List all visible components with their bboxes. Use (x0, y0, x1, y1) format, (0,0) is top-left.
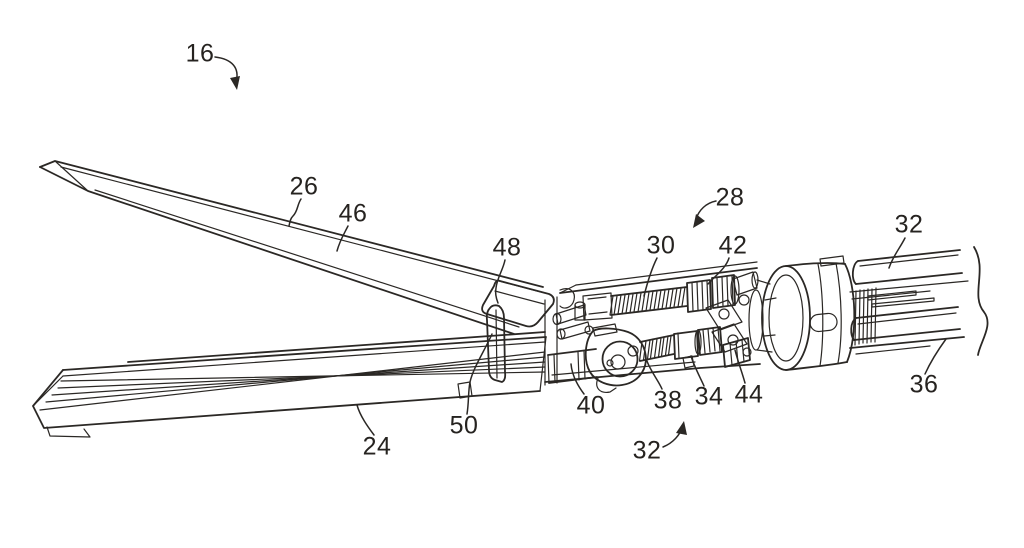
ref-numeral-42: 42 (718, 231, 748, 260)
leader-42 (707, 257, 730, 285)
ref-numeral-28: 28 (715, 183, 745, 212)
leader-26 (288, 198, 302, 227)
ref-numeral-40: 40 (576, 391, 606, 420)
pivot-clevis (485, 288, 591, 386)
arrowhead-28 (693, 214, 705, 228)
leader-50 (466, 333, 493, 415)
leader-46 (336, 225, 349, 252)
ref-numeral-46: 46 (338, 199, 368, 228)
staple-channel-jaw (32, 331, 547, 438)
leader-40 (570, 363, 585, 395)
ref-numeral-44: 44 (734, 380, 764, 409)
ref-numeral-26: 26 (289, 172, 319, 201)
ref-numeral-16: 16 (185, 39, 215, 68)
arrowhead-16 (230, 76, 240, 90)
leader-lines (214, 56, 947, 448)
leader-28 (695, 200, 717, 220)
proximal-shaft (849, 249, 969, 355)
ref-numeral-34: 34 (694, 382, 724, 411)
closure-spring (582, 286, 688, 321)
ref-numeral-50: 50 (449, 411, 479, 440)
leader-24 (356, 404, 375, 436)
ref-numeral-32-assembly: 32 (632, 436, 662, 465)
spring-end-collars (686, 274, 740, 313)
ref-numeral-30: 30 (646, 231, 676, 260)
ref-numeral-48: 48 (492, 233, 522, 262)
leader-30 (643, 257, 658, 297)
ref-numeral-38: 38 (653, 386, 683, 415)
leader-48 (494, 259, 506, 304)
articulation-joint (705, 271, 773, 368)
rotation-collar (761, 255, 856, 371)
arrowhead-32-assembly (676, 421, 687, 435)
frame-rails (544, 261, 761, 383)
firing-assembly (547, 323, 723, 393)
anvil-jaw (39, 160, 555, 335)
ref-numeral-32-shaft: 32 (894, 210, 924, 239)
leader-38 (646, 360, 663, 390)
ref-numeral-24: 24 (362, 432, 392, 461)
leader-32-shaft (888, 237, 906, 269)
ref-numeral-36: 36 (909, 370, 939, 399)
break-line (973, 246, 989, 356)
leader-34 (690, 355, 705, 387)
leader-36 (924, 338, 947, 375)
leader-44 (734, 349, 746, 384)
